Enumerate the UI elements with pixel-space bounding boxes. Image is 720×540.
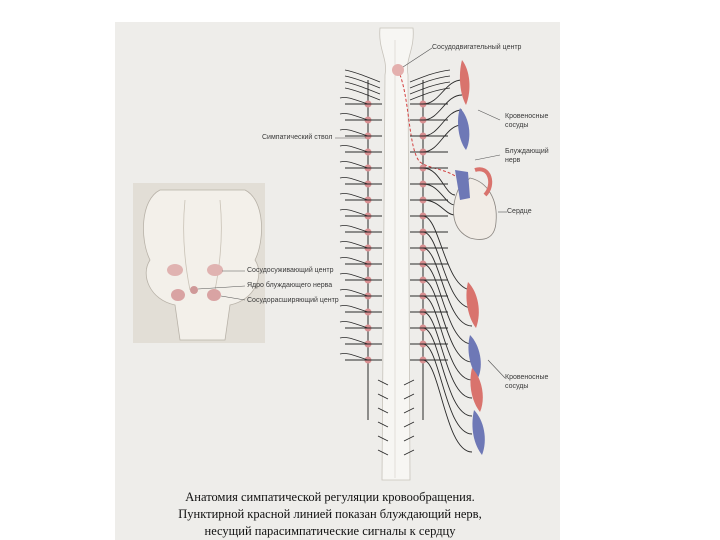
brainstem-inset xyxy=(133,183,265,343)
inset-vasoconstrictor-left xyxy=(167,264,183,276)
ramus-right xyxy=(423,312,472,398)
ramus-left xyxy=(340,161,368,168)
label-vagus-nerve-1: Блуждающий xyxy=(505,148,549,156)
label-sympathetic-trunk: Симпатический ствол xyxy=(262,134,332,142)
label-blood-vessels-top-1: Кровеносные xyxy=(505,113,548,121)
vasomotor-center xyxy=(392,64,404,76)
ramus-right xyxy=(423,328,472,416)
ramus-left xyxy=(340,241,368,248)
ramus-right xyxy=(423,184,455,205)
ramus-left xyxy=(340,257,368,264)
spinal-cord xyxy=(380,28,414,480)
ramus-left xyxy=(340,177,368,184)
upper-artery xyxy=(460,60,470,105)
label-heart: Сердце xyxy=(507,208,532,216)
ramus-left xyxy=(340,97,368,104)
ramus-left xyxy=(340,353,368,360)
label-blood-vessels-bottom-1: Кровеносные xyxy=(505,374,548,382)
caption-line-2: Пунктирной красной линией показан блужда… xyxy=(100,506,560,523)
ramus-left xyxy=(340,209,368,216)
caption-line-1: Анатомия симпатической регуляции кровооб… xyxy=(100,489,560,506)
ramus-left xyxy=(340,337,368,344)
ramus-left xyxy=(340,225,368,232)
ramus-left xyxy=(340,113,368,120)
ramus-left xyxy=(340,289,368,296)
lower-artery-1 xyxy=(466,282,478,328)
upper-vein xyxy=(458,108,469,150)
ramus-right xyxy=(423,200,455,215)
inset-vasodilator-left xyxy=(171,289,185,301)
inset-vasoconstrictor-right xyxy=(207,264,223,276)
ramus-left xyxy=(340,129,368,136)
cervical-nerve-left xyxy=(345,76,380,88)
lower-blood-vessels xyxy=(466,282,484,455)
inset-vasodilator-right xyxy=(207,289,221,301)
label-vagus-nerve-2: нерв xyxy=(505,157,520,165)
ramus-left xyxy=(340,193,368,200)
ramus-right xyxy=(423,95,462,120)
cervical-nerve-left xyxy=(345,82,380,94)
label-inset-vasodilator: Сосудорасширяющий центр xyxy=(247,297,339,305)
ramus-right xyxy=(423,125,462,152)
label-inset-vasoconstrictor: Сосудосуживающий центр xyxy=(247,267,333,275)
inset-vagus-nucleus xyxy=(190,286,198,294)
ramus-right xyxy=(423,344,472,434)
ramus-right xyxy=(423,110,462,136)
label-inset-vagus-nucleus: Ядро блуждающего нерва xyxy=(247,282,332,290)
ramus-left xyxy=(340,273,368,280)
caption-line-3: несущий парасимпатические сигналы к серд… xyxy=(100,523,560,540)
ramus-right xyxy=(423,168,455,195)
ramus-left xyxy=(340,321,368,328)
heart-illustration xyxy=(454,169,497,239)
ramus-left xyxy=(340,305,368,312)
lower-artery-2 xyxy=(470,368,482,412)
cervical-nerve-left xyxy=(345,70,380,82)
upper-blood-vessels xyxy=(458,60,469,150)
label-vasomotor-center: Сосудодвигательный центр xyxy=(432,44,521,52)
figure-caption: Анатомия симпатической регуляции кровооб… xyxy=(100,489,560,540)
ramus-left xyxy=(340,145,368,152)
label-blood-vessels-top-2: сосуды xyxy=(505,122,528,130)
lower-vein-2 xyxy=(472,410,484,455)
ramus-right xyxy=(423,360,472,452)
label-blood-vessels-bottom-2: сосуды xyxy=(505,383,528,391)
